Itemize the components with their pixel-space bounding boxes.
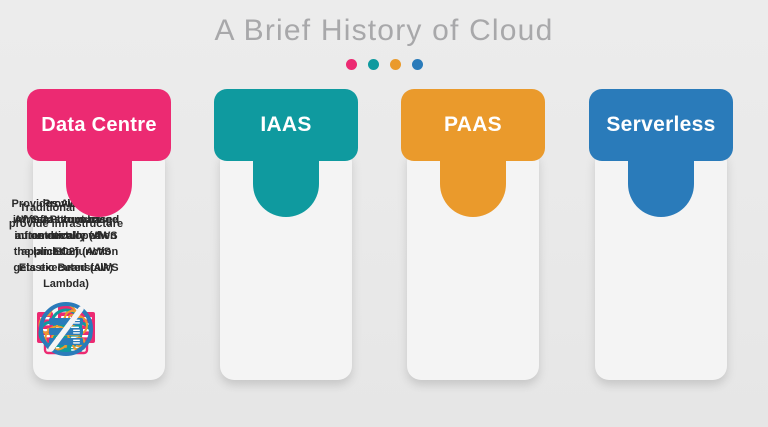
card-title-serverless: Serverless [606,113,716,137]
dot-blue [411,59,423,70]
card-title-data-centre: Data Centre [41,113,157,136]
dot-orange [389,59,401,70]
card-header-serverless: Serverless [589,89,733,217]
card-header-paas: PAAS [401,89,545,217]
dot-pink [345,59,357,70]
header-tab-paas [440,151,506,217]
card-description-serverless: Provides infrastructure automatically wh… [13,198,119,290]
card-title-paas: PAAS [444,113,502,137]
card-header-iaas: IAAS [214,89,358,217]
card-title-iaas: IAAS [260,113,312,137]
dot-teal [367,59,379,70]
card-header-data-centre: Data Centre [27,89,171,217]
dot-row [0,59,768,70]
header-tab-data-centre [66,151,132,217]
no-server-circle-icon [0,300,132,358]
page-title: A Brief History of Cloud [214,14,554,47]
header-tab-iaas [253,151,319,217]
header-tab-serverless [628,151,694,217]
